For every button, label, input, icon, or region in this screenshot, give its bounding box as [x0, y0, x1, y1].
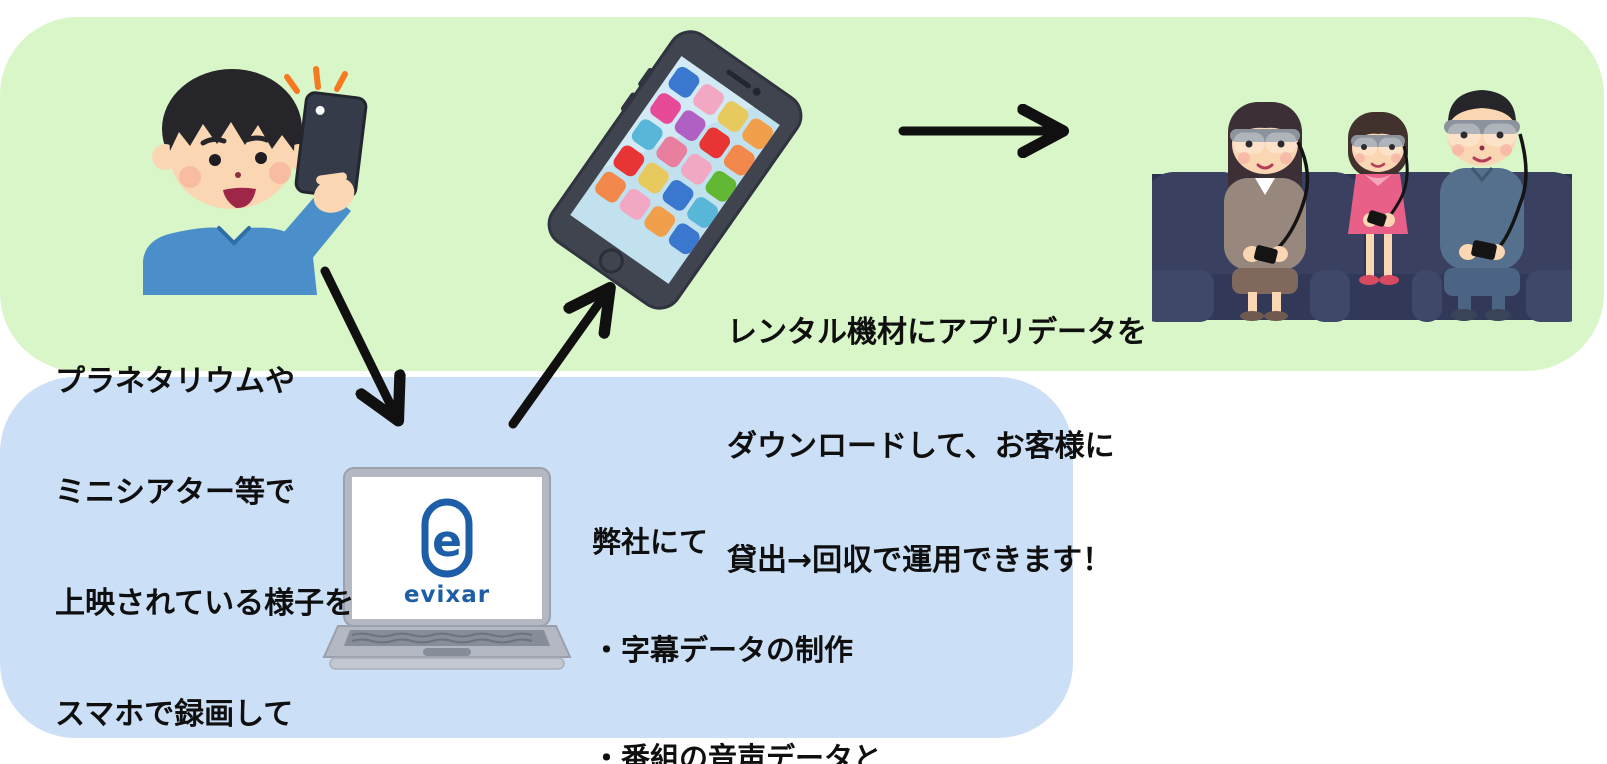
note-line: レンタル機材にアプリデータを [727, 315, 1147, 350]
smartphone-apps-illustration [547, 30, 803, 310]
camera-lens-icon [315, 105, 325, 115]
app-tile-icon [662, 179, 694, 211]
evixar-wordmark: evixar [404, 582, 490, 608]
audience-woman [1224, 102, 1310, 321]
company-note: 弊社にて ・字幕データの制作 ・番組の音声データと 字幕データの同期処理 ・アプ… [592, 452, 1027, 764]
note-line: 上映されている様子を [55, 586, 355, 621]
app-tile-icon [650, 93, 681, 124]
capture-note: プラネタリウムや ミニシアター等で 上映されている様子を スマホで録画して デー… [55, 289, 354, 764]
app-tile-icon [742, 118, 774, 150]
side-button-icon [638, 67, 654, 88]
app-tile-icon [613, 145, 645, 177]
app-tile-icon [619, 188, 651, 220]
app-tile-icon [668, 223, 700, 255]
app-tile-icon [705, 170, 737, 202]
seat-armrests [1152, 270, 1572, 322]
laptop-touchpad [423, 648, 471, 656]
arrow-capture-to-laptop-icon [320, 266, 396, 416]
app-tile-icon [638, 162, 669, 194]
note-line: ダウンロードして、お客様に [727, 429, 1115, 464]
app-tile-icon [644, 206, 676, 237]
glasses-cord [1274, 141, 1310, 252]
app-tile-icon [681, 153, 712, 185]
held-smartphone-icon [294, 91, 368, 199]
app-tile-icon [699, 127, 731, 159]
audience-girl [1348, 112, 1409, 285]
laptop-keyboard [344, 630, 550, 646]
side-button-icon [620, 92, 637, 112]
home-button-icon [598, 248, 624, 274]
handheld-receiver-icon [1254, 245, 1278, 264]
app-tile-icon [631, 119, 663, 151]
glasses-cord [1498, 133, 1528, 248]
app-tile-icon [693, 84, 724, 115]
front-camera-icon [752, 87, 761, 96]
app-tile-icon [717, 101, 749, 133]
note-line: 弊社にて [592, 525, 709, 559]
arrow-laptop-to-app-icon [508, 292, 607, 429]
note-line: ・番組の音声データと [592, 741, 883, 764]
evixar-logo-icon: e evixar [404, 498, 490, 608]
svg-text:e: e [432, 516, 462, 567]
handheld-receiver-icon [1471, 240, 1497, 260]
audience-illustration [1152, 90, 1572, 322]
handheld-receiver-icon [1367, 210, 1387, 227]
note-line: ミニシアター等で [55, 475, 295, 510]
app-tile-icon [674, 110, 706, 142]
person-recording-illustration [143, 66, 368, 295]
note-line: スマホで録画して [55, 697, 294, 732]
app-grid [595, 66, 774, 255]
note-line: 貸出→回収で運用できます！ [727, 543, 1113, 578]
laptop-evixar-illustration: e evixar [322, 467, 572, 670]
audience-man [1440, 90, 1528, 321]
app-tile-icon [687, 197, 718, 228]
speaker-icon [726, 69, 751, 89]
rental-note: レンタル機材にアプリデータを ダウンロードして、お客様に 貸出→回収で運用できま… [727, 238, 1147, 656]
app-tile-icon [656, 136, 688, 168]
note-line: プラネタリウムや [55, 364, 295, 399]
app-tile-icon [723, 144, 755, 176]
app-tile-icon [595, 171, 626, 203]
app-tile-icon [668, 66, 700, 98]
recording-flash-icon [284, 66, 348, 94]
note-line: ・字幕データの制作 [592, 633, 854, 667]
